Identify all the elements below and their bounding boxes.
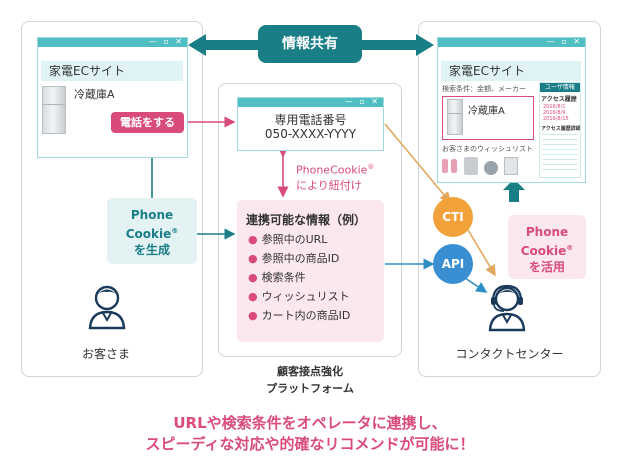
api-circle: API: [433, 244, 473, 284]
user-info-panel: ユーザ情報 アクセス履歴 2016/8/1 2016/8/9 2016/8/15…: [539, 82, 581, 178]
cti-circle: CTI: [433, 197, 473, 237]
site-title: 家電ECサイト: [441, 61, 581, 81]
bottom-message-line-1: URLや検索条件をオペレータに連携し、: [173, 414, 447, 432]
wishlist-label: お客さまのウィッシュリスト: [442, 145, 533, 153]
caption-line-1: 顧客接点強化: [277, 365, 343, 378]
customer-person-icon: [87, 285, 127, 330]
info-share-label: 情報共有: [258, 25, 362, 63]
contact-center-label: コンタクトセンター: [455, 347, 564, 361]
product-card: [442, 96, 534, 140]
badge-line-3: を活用: [528, 260, 565, 274]
wishlist-items: [442, 155, 534, 177]
user-info-access-history: アクセス履歴: [541, 96, 577, 103]
user-info-title: ユーザ情報: [540, 83, 580, 92]
phone-number-window: — ▫ ✕: [237, 97, 384, 151]
site-title: 家電ECサイト: [41, 61, 183, 81]
fridge-image: [447, 99, 463, 135]
window-titlebar: — ▫ ✕: [238, 97, 383, 107]
phonecookie-generate-badge: Phone Cookie® を生成: [107, 198, 197, 264]
badge-line-3: を生成: [133, 243, 170, 257]
wishlist-item-icon: [484, 161, 498, 175]
badge-line-2: Cookie®: [125, 227, 179, 241]
product-name: 冷蔵庫A: [468, 106, 505, 117]
wishlist-item-icon: [442, 159, 448, 173]
fridge-image: [42, 86, 66, 134]
info-box-title: 連携可能な情報（例）: [246, 213, 367, 227]
info-item-list: ●参照中のURL ●参照中の商品ID ●検索条件 ●ウィッシュリスト ●カート内…: [240, 230, 350, 325]
user-info-date: 2016/8/1: [543, 104, 566, 110]
user-info-detail-table: [542, 134, 578, 172]
caption-line-2: プラットフォーム: [266, 382, 354, 395]
product-name: 冷蔵庫A: [74, 88, 115, 101]
wishlist-item-icon: [451, 159, 457, 173]
window-controls[interactable]: — ▫ ✕: [148, 37, 184, 46]
link-label-line-1: PhoneCookie®: [296, 163, 375, 177]
info-item: ●カート内の商品ID: [248, 309, 351, 322]
operator-headset-icon: [485, 284, 529, 332]
phone-window-title: 専用電話番号: [274, 113, 347, 127]
badge-line-1: Phone: [130, 208, 174, 222]
customer-label: お客さま: [82, 347, 131, 361]
cti-to-center-arrow: [467, 229, 496, 277]
user-info-date: 2016/8/9: [543, 110, 566, 116]
phonecookie-use-badge: Phone Cookie® を活用: [508, 215, 586, 279]
platform-caption: 顧客接点強化 プラットフォーム: [218, 363, 402, 397]
user-info-date: 2016/8/15: [543, 116, 569, 122]
phonecookie-link-label: PhoneCookie® により紐付け: [296, 160, 374, 193]
wishlist-item-icon: [504, 157, 518, 175]
linkable-info-box: [237, 200, 384, 342]
badge-line-2: Cookie®: [520, 244, 574, 258]
bottom-message-line-2: スピーディな対応や的確なリコメンドが可能に！: [145, 435, 475, 453]
user-info-access-detail: アクセス履歴詳細: [541, 126, 580, 132]
up-arrow: [503, 179, 525, 202]
info-item: ●参照中のURL: [248, 233, 328, 246]
call-button[interactable]: 電話をする: [111, 112, 184, 133]
info-item: ●検索条件: [248, 271, 306, 284]
link-label-line-2: により紐付け: [296, 178, 362, 192]
info-item: ●参照中の商品ID: [248, 252, 340, 265]
search-condition: 検索条件：金額、メーカー: [442, 85, 526, 93]
bottom-message: URLや検索条件をオペレータに連携し、 スピーディな対応や的確なリコメンドが可能…: [0, 413, 620, 455]
phone-number: 050-XXXX-YYYY: [264, 127, 357, 141]
window-titlebar: — ▫ ✕: [38, 37, 187, 47]
wishlist-item-icon: [464, 157, 478, 175]
window-controls[interactable]: — ▫ ✕: [344, 97, 380, 106]
window-controls[interactable]: — ▫ ✕: [546, 37, 582, 46]
badge-line-1: Phone: [525, 225, 569, 239]
window-titlebar: — ▫ ✕: [438, 37, 585, 47]
phone-to-cti-arrow: [384, 123, 452, 204]
info-item: ●ウィッシュリスト: [248, 290, 350, 303]
